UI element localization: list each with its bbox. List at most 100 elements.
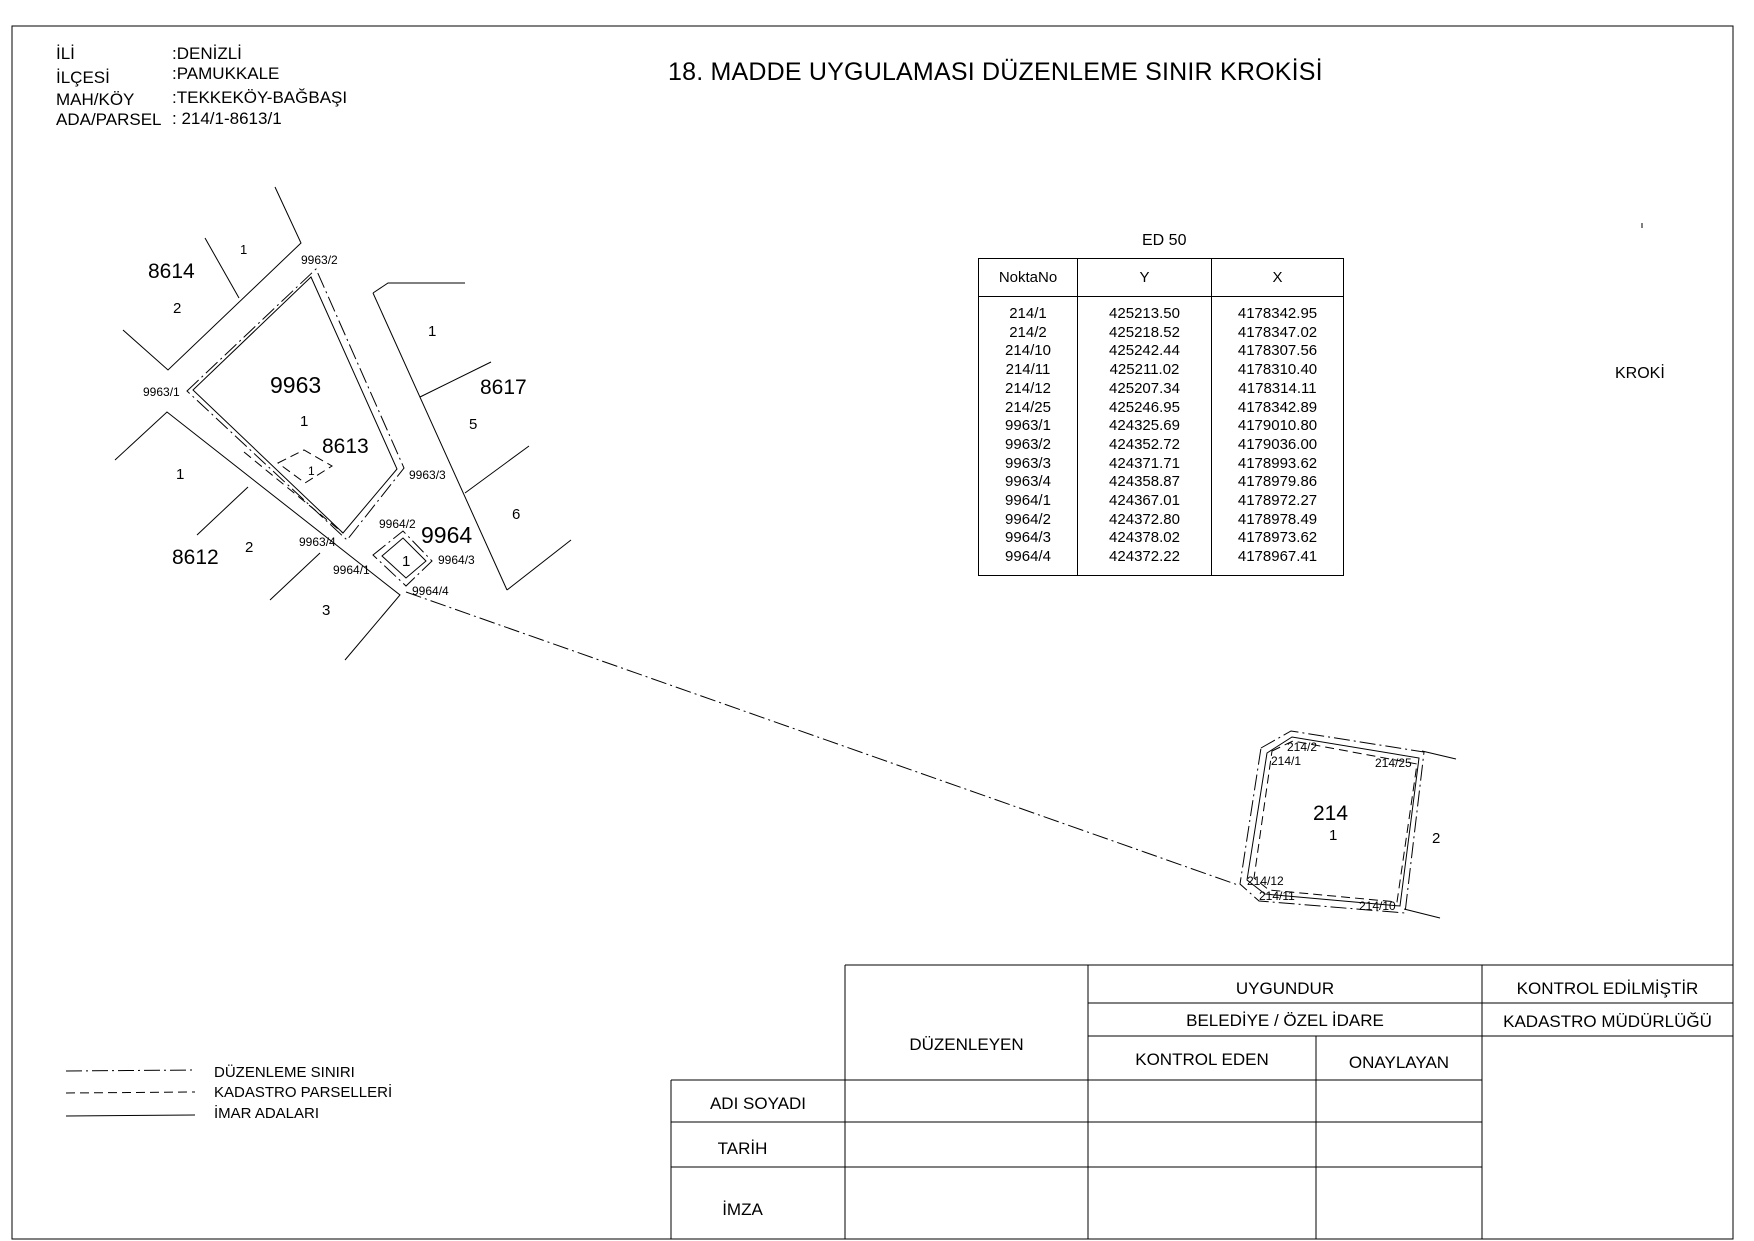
x-coordinate-cell: 4178342.89 [1211, 398, 1344, 418]
point-label: 214/1 [1271, 754, 1301, 768]
parcel-label: 1 [176, 466, 184, 483]
y-coordinate-cell: 425211.02 [1077, 361, 1212, 380]
point-id-cell: 9964/1 [978, 492, 1078, 511]
column-header-x: X [1211, 258, 1344, 297]
x-coordinate-cell: 4178347.02 [1211, 323, 1344, 343]
parcel-label: 2 [245, 539, 253, 556]
point-label: 214/2 [1287, 740, 1317, 754]
value-il: :DENİZLİ [172, 44, 242, 63]
column-header-nokta: NoktaNo [978, 258, 1078, 297]
row-label-adi-soyadi: ADI SOYADI [709, 1094, 807, 1113]
point-label: 9963/4 [299, 535, 336, 549]
point-id-cell: 214/2 [978, 323, 1078, 343]
point-label: 214/11 [1259, 889, 1295, 903]
kadastro-parselleri-lines [243, 449, 1418, 903]
block-label: 8617 [480, 376, 527, 399]
row-label-imza: İMZA [722, 1200, 763, 1219]
parcel-label: 6 [512, 506, 520, 523]
block-label: 9963 [270, 372, 321, 398]
column-header-y: Y [1077, 258, 1212, 297]
parcel-label: 2 [1432, 830, 1440, 847]
x-coordinate-cell: 4179036.00 [1211, 435, 1344, 455]
y-coordinate-cell: 424378.02 [1077, 529, 1212, 549]
block-label: 8614 [148, 260, 195, 283]
y-coordinate-cell: 424325.69 [1077, 417, 1212, 436]
parcel-label: 5 [469, 416, 477, 433]
y-coordinate-cell: 425218.52 [1077, 323, 1212, 343]
uygundur-header: UYGUNDUR [1235, 979, 1335, 998]
y-coordinate-cell: 425242.44 [1077, 342, 1212, 362]
y-coordinate-cell: 424367.01 [1077, 492, 1212, 511]
point-id-cell: 214/10 [978, 342, 1078, 362]
point-labels: 9963/2 9963/1 9963/3 9963/4 9964/2 9964/… [143, 253, 1412, 913]
point-id-cell: 9963/1 [978, 417, 1078, 436]
legend-imar-adalari: İMAR ADALARI [214, 1104, 319, 1122]
onaylayan-header: ONAYLAYAN [1348, 1053, 1450, 1072]
block-label: 8613 [322, 435, 369, 458]
y-coordinate-cell: 424371.71 [1077, 454, 1212, 474]
point-id-cell: 214/25 [978, 398, 1078, 418]
point-label: 214/25 [1375, 756, 1412, 770]
kadastro-mudurlugu-header: KADASTRO MÜDÜRLÜĞÜ [1503, 1012, 1712, 1031]
y-coordinate-cell: 425213.50 [1077, 296, 1212, 324]
y-coordinate-cell: 424358.87 [1077, 473, 1212, 493]
coordinate-table-header: NoktaNo Y X [978, 258, 1344, 297]
x-coordinate-cell: 4179010.80 [1211, 417, 1344, 436]
point-label: 9964/3 [438, 553, 475, 567]
point-id-cell: 214/11 [978, 361, 1078, 380]
parcel-label: 1 [1329, 827, 1337, 844]
label-ilce: İLÇESİ [56, 68, 110, 87]
point-label: 214/10 [1359, 899, 1396, 913]
x-coordinate-cell: 4178978.49 [1211, 510, 1344, 530]
y-coordinate-cell: 424372.80 [1077, 510, 1212, 530]
parcel-label: 1 [300, 413, 308, 430]
block-label: 9964 [421, 522, 472, 548]
point-label: 9964/1 [333, 563, 370, 577]
point-label: 9964/4 [412, 584, 449, 598]
page-title: 18. MADDE UYGULAMASI DÜZENLEME SINIR KRO… [668, 58, 1323, 86]
legend-lines [65, 1069, 196, 1117]
duzenleme-siniri-lines [186, 268, 1425, 914]
imar-adalari-lines [114, 186, 1457, 919]
coordinate-system-title: ED 50 [1142, 232, 1187, 249]
x-coordinate-cell: 4178973.62 [1211, 529, 1344, 549]
y-coordinate-cell: 424352.72 [1077, 435, 1212, 455]
legend: DÜZENLEME SINIRI KADASTRO PARSELLERİ İMA… [214, 1063, 392, 1122]
sheet-frame [11, 25, 1734, 1240]
value-ada-parsel: : 214/1-8613/1 [172, 109, 282, 128]
legend-duzenleme-siniri: DÜZENLEME SINIRI [214, 1063, 355, 1081]
point-id-cell: 9963/2 [978, 435, 1078, 455]
kontrol-edilmistir-header: KONTROL EDİLMİŞTİR [1516, 979, 1699, 998]
point-id-cell: 214/1 [978, 296, 1078, 324]
parcel-labels: 1 2 1 1 5 1 1 6 2 1 3 1 2 [173, 242, 1440, 847]
point-label: 9963/3 [409, 468, 446, 482]
point-label: 9964/2 [379, 517, 416, 531]
point-label: 9963/1 [143, 385, 180, 399]
x-coordinate-cell: 4178993.62 [1211, 454, 1344, 474]
point-id-cell: 9964/4 [978, 548, 1078, 576]
parcel-label: 1 [402, 553, 410, 570]
y-coordinate-cell: 424372.22 [1077, 548, 1212, 576]
point-label: 214/12 [1247, 874, 1284, 888]
x-coordinate-cell: 4178314.11 [1211, 379, 1344, 399]
point-id-cell: 214/12 [978, 379, 1078, 399]
point-id-cell: 9964/3 [978, 529, 1078, 549]
x-coordinate-cell: 4178307.56 [1211, 342, 1344, 362]
point-id-cell: 9963/4 [978, 473, 1078, 493]
value-mahalle: :TEKKEKÖY-BAĞBAŞI [172, 88, 348, 107]
parcel-label: 3 [322, 602, 330, 619]
belediye-header: BELEDİYE / ÖZEL İDARE [1186, 1011, 1384, 1030]
y-coordinate-cell: 425207.34 [1077, 379, 1212, 399]
